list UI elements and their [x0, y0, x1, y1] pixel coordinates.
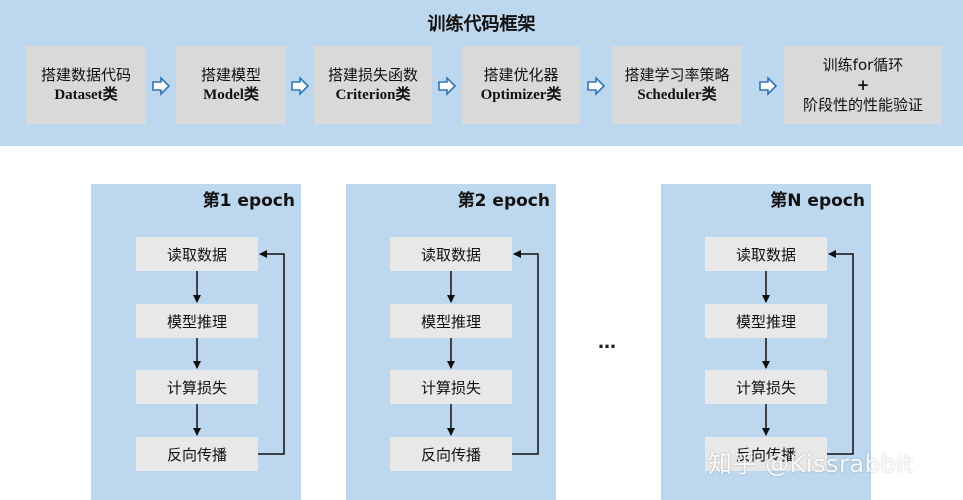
step-criterion: 搭建损失函数 Criterion类: [314, 46, 432, 124]
diagram-title: 训练代码框架: [427, 14, 536, 35]
watermark: 知乎 @Kissrabbit: [708, 450, 914, 478]
step-label: 搭建学习率策略: [624, 66, 730, 84]
node-read-data: 读取数据: [390, 237, 512, 271]
step-label: 搭建数据代码: [40, 66, 131, 84]
node-read-data: 读取数据: [136, 237, 258, 271]
step-plus: +: [856, 76, 870, 94]
step-label: 搭建优化器: [483, 66, 559, 84]
node-model-inference: 模型推理: [705, 304, 827, 338]
flow-arrow-icon: [587, 76, 606, 96]
node-model-inference: 模型推理: [390, 304, 512, 338]
epoch-title: 第1 epoch: [202, 191, 295, 211]
flow-arrow-icon: [291, 76, 310, 96]
step-class: Optimizer类: [480, 87, 562, 103]
step-class: Scheduler类: [637, 87, 717, 103]
ellipsis: …: [598, 332, 616, 353]
node-compute-loss: 计算损失: [705, 370, 827, 404]
node-backprop: 反向传播: [705, 437, 827, 471]
step-label-2: 阶段性的性能验证: [802, 96, 923, 114]
node-model-inference: 模型推理: [136, 304, 258, 338]
node-compute-loss: 计算损失: [136, 370, 258, 404]
step-model: 搭建模型 Model类: [176, 46, 286, 124]
step-optimizer: 搭建优化器 Optimizer类: [462, 46, 580, 124]
step-class: Criterion类: [335, 87, 411, 103]
step-label: 搭建模型: [200, 66, 261, 84]
node-backprop: 反向传播: [136, 437, 258, 471]
step-scheduler: 搭建学习率策略 Scheduler类: [612, 46, 742, 124]
step-training-loop: 训练for循环 + 阶段性的性能验证: [784, 46, 942, 124]
step-label: 搭建损失函数: [327, 66, 418, 84]
flow-arrow-icon: [438, 76, 457, 96]
flow-arrow-icon: [759, 76, 778, 96]
flow-arrow-icon: [152, 76, 171, 96]
step-dataset: 搭建数据代码 Dataset类: [26, 46, 146, 124]
node-compute-loss: 计算损失: [390, 370, 512, 404]
step-label: 训练for循环: [822, 56, 904, 74]
node-read-data: 读取数据: [705, 237, 827, 271]
node-backprop: 反向传播: [390, 437, 512, 471]
epoch-title: 第N epoch: [770, 191, 865, 211]
step-class: Dataset类: [54, 87, 118, 103]
step-class: Model类: [203, 87, 259, 103]
epoch-title: 第2 epoch: [457, 191, 550, 211]
